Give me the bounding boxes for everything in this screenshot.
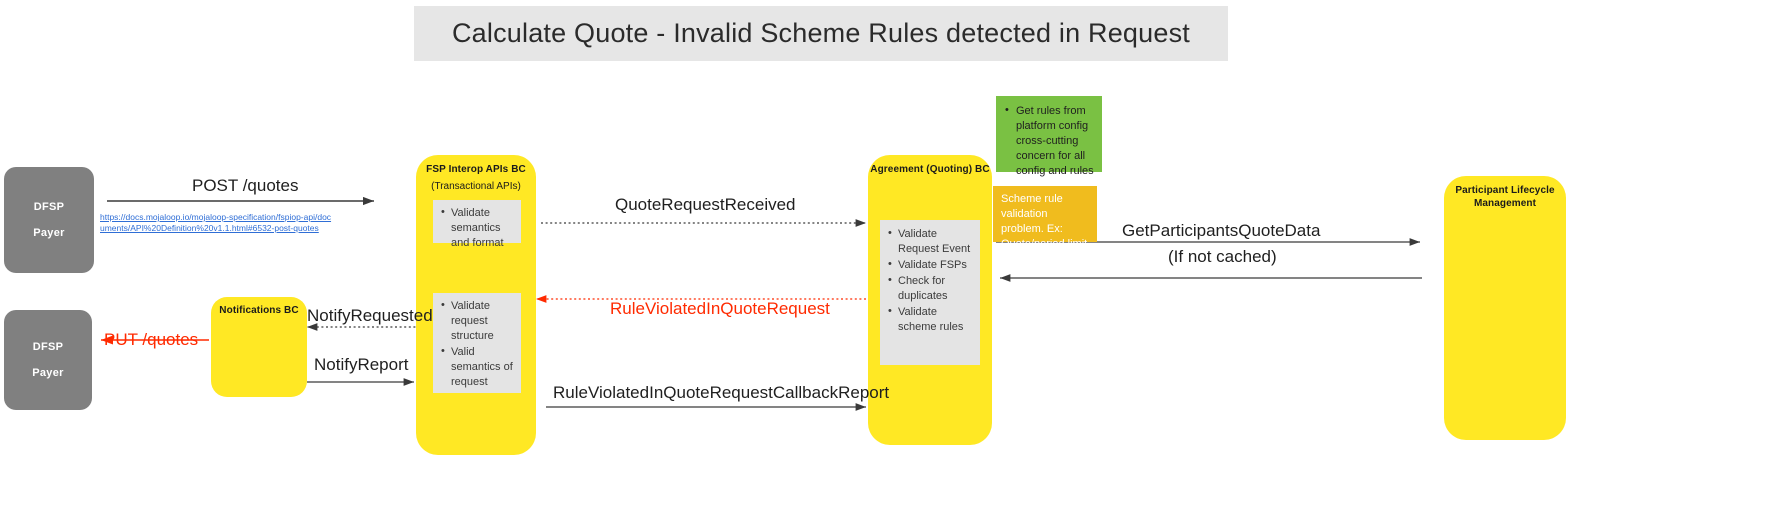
- agreement-title: Agreement (Quoting) BC: [870, 164, 990, 175]
- diagram-title-bar: Calculate Quote - Invalid Scheme Rules d…: [414, 6, 1228, 61]
- actor-bottom-line1: DFSP: [32, 341, 64, 353]
- message-get-participants-quote-data: GetParticipantsQuoteData: [1122, 221, 1321, 240]
- message-notify-report: NotifyReport: [314, 355, 409, 374]
- message-quote-request-received: QuoteRequestReceived: [615, 195, 796, 214]
- message-notify-requested: NotifyRequested: [307, 306, 433, 325]
- callout-green-config-rules: Get rules from platform config cross-cut…: [996, 96, 1102, 177]
- list-item: Valid semantics of request: [441, 344, 515, 390]
- fsp-interop-note-top: Validate semantics and format: [433, 200, 521, 249]
- list-item: Validate scheme rules: [888, 304, 974, 335]
- list-item: Validate request structure: [441, 298, 515, 344]
- message-rule-violated-in-quote-request: RuleViolatedInQuoteRequest: [610, 299, 830, 318]
- actor-bottom-line2: Payer: [32, 367, 64, 379]
- message-post-quotes: POST /quotes: [192, 176, 299, 195]
- list-item: Validate FSPs: [888, 257, 974, 273]
- message-if-not-cached: (If not cached): [1168, 247, 1277, 266]
- agreement-note: Validate Request Event Validate FSPs Che…: [880, 220, 980, 365]
- actor-top-line1: DFSP: [33, 201, 65, 213]
- list-item: Validate Request Event: [888, 226, 974, 257]
- callout-orange-text: Scheme rule validation problem. Ex: Quot…: [1001, 193, 1088, 265]
- component-participant-lifecycle-management[interactable]: Participant Lifecycle Management: [1444, 176, 1566, 440]
- list-item: Validate semantics and format: [441, 205, 515, 251]
- message-put-quotes: PUT /quotes: [104, 330, 199, 349]
- actor-dfsp-payer-bottom: DFSP Payer: [4, 310, 92, 410]
- post-quotes-spec-link[interactable]: https://docs.mojaloop.io/mojaloop-specif…: [100, 212, 332, 233]
- page-title: Calculate Quote - Invalid Scheme Rules d…: [451, 18, 1190, 48]
- component-agreement-quoting-bc[interactable]: Agreement (Quoting) BC Validate Request …: [868, 155, 992, 445]
- actor-dfsp-payer-top: DFSP Payer: [4, 167, 94, 273]
- component-fsp-interop-apis-bc[interactable]: FSP Interop APIs BC (Transactional APIs)…: [416, 155, 536, 455]
- message-rule-violated-callback-report: RuleViolatedInQuoteRequestCallbackReport: [553, 383, 890, 402]
- fsp-interop-subtitle: (Transactional APIs): [431, 181, 521, 192]
- component-notifications-bc[interactable]: Notifications BC: [211, 297, 307, 397]
- list-item: Get rules from platform config cross-cut…: [1005, 103, 1094, 179]
- callout-orange-scheme-rule-violation: Scheme rule validation problem. Ex: Quot…: [993, 186, 1097, 265]
- participant-lifecycle-title: Participant Lifecycle Management: [1455, 185, 1555, 209]
- fsp-interop-title: FSP Interop APIs BC: [426, 164, 526, 175]
- list-item: Check for duplicates: [888, 273, 974, 304]
- fsp-interop-note-bottom: Validate request structure Valid semanti…: [433, 293, 521, 393]
- notifications-title: Notifications BC: [219, 305, 299, 316]
- actor-top-line2: Payer: [33, 227, 65, 239]
